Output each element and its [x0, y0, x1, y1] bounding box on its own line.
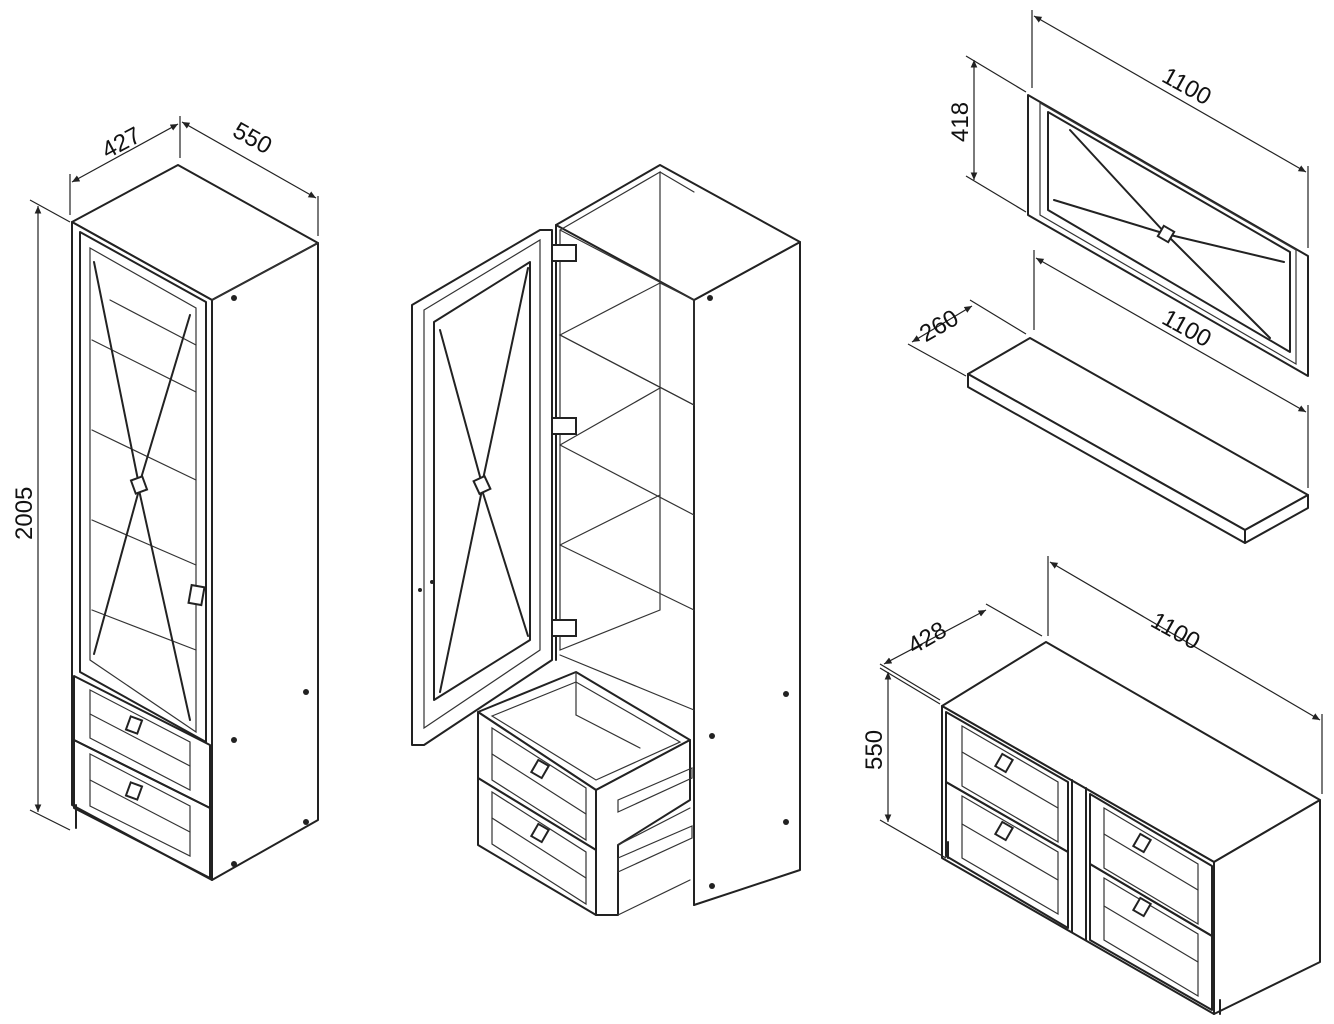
muntin-ornament-icon	[129, 475, 149, 495]
open-drawer-lower-handle	[529, 822, 551, 844]
drawer-lower	[73, 739, 211, 879]
chest-left-lower-handle	[993, 820, 1015, 842]
open-cabinet-side	[693, 241, 801, 906]
tall-cabinet-open	[411, 164, 801, 916]
drawer-runner-upper	[617, 767, 693, 813]
chest-of-drawers	[941, 641, 1321, 1015]
dim-line-chest-depth	[883, 609, 987, 665]
chest-front	[941, 705, 1215, 1015]
open-door-glass	[433, 261, 531, 701]
chest-right-upper-handle	[1131, 832, 1153, 854]
dim-label-cabinet-height: 2005	[11, 487, 38, 540]
dim-label-chest-width: 1100	[1146, 607, 1204, 656]
dim-label-cabinet-depth: 550	[228, 117, 276, 160]
door-handle	[187, 583, 206, 607]
drawer-runner-lower	[617, 825, 693, 873]
tall-cabinet-closed	[71, 164, 319, 881]
chest-left-upper-handle	[993, 752, 1015, 774]
dim-label-cabinet-width: 427	[97, 122, 145, 165]
cabinet-side	[211, 242, 319, 881]
dim-line-depth	[181, 121, 317, 199]
glass-pane	[89, 246, 197, 734]
drawer-upper-handle	[124, 715, 144, 735]
drawer-lower-handle	[124, 781, 144, 801]
panel-ornament-icon	[1156, 224, 1176, 244]
shelf-top	[967, 337, 1309, 531]
chest-right-lower-handle	[1131, 896, 1153, 918]
dim-label-shelf-depth: 260	[915, 304, 963, 347]
cabinet-front	[71, 221, 213, 881]
wall-shelf	[967, 337, 1309, 544]
dim-line-width	[71, 123, 179, 183]
shelf-side-edge	[1244, 494, 1309, 544]
open-drawer-upper-handle	[529, 758, 551, 780]
open-door-ornament-icon	[472, 474, 492, 496]
chest-drawer-left-lower	[945, 781, 1069, 929]
dim-label-panel-height: 418	[947, 102, 974, 142]
dim-line-shelf-depth	[911, 305, 973, 343]
dim-line-shelf-width	[1035, 257, 1307, 413]
dim-label-chest-depth: 428	[903, 616, 951, 659]
dim-line-panel-width	[1033, 15, 1307, 173]
open-cabinet-top	[555, 164, 801, 301]
dim-line-chest-width	[1049, 561, 1321, 721]
chest-drawer-right-lower	[1089, 863, 1213, 1011]
dim-label-chest-height: 550	[861, 730, 888, 770]
